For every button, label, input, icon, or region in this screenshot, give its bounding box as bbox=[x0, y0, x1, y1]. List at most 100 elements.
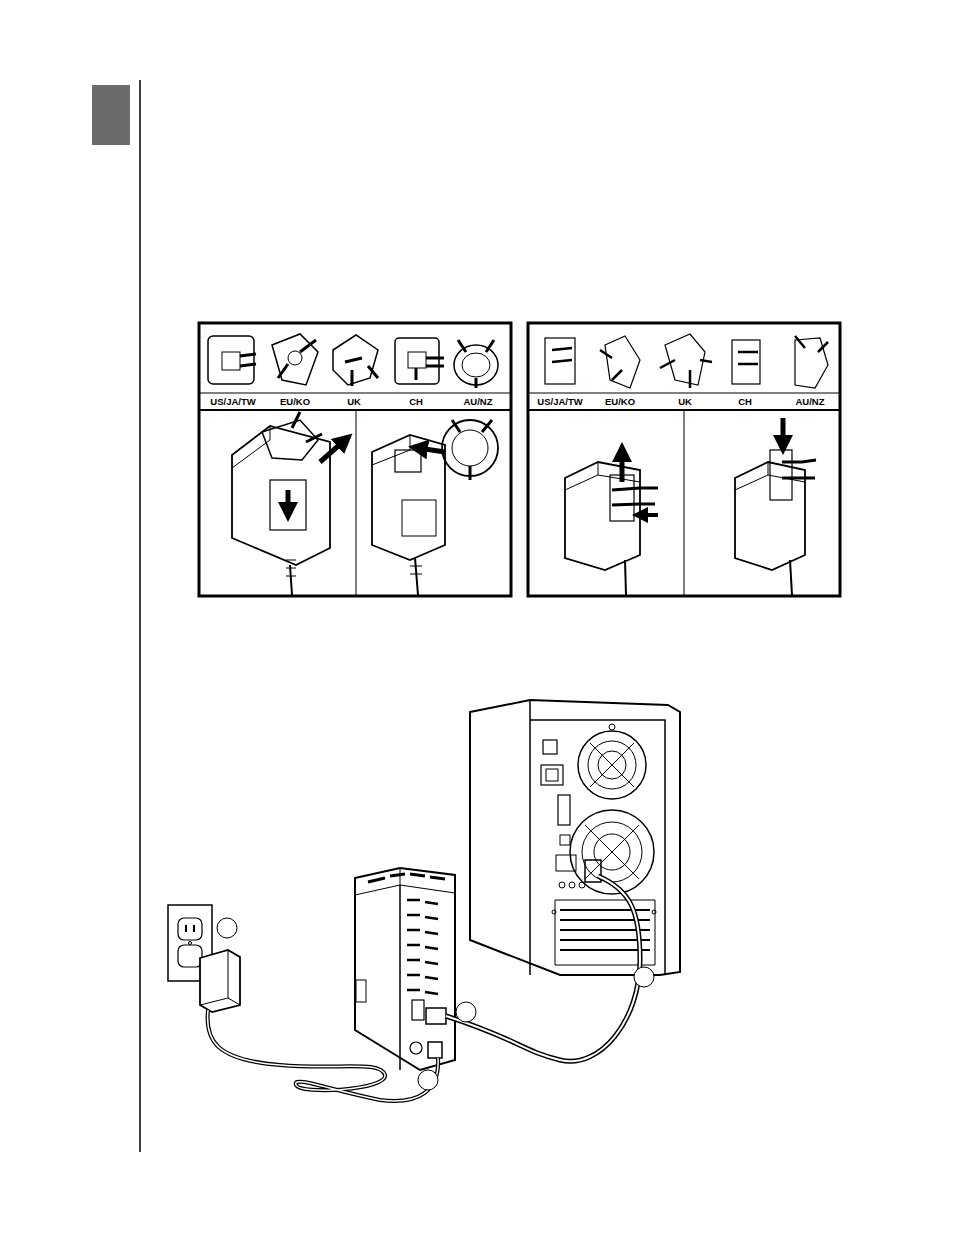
plug-panel-left-part bbox=[415, 558, 418, 595]
plug-panel-right-part bbox=[605, 336, 640, 388]
chapter-tab-part bbox=[139, 80, 141, 1152]
plug-panel-left-part bbox=[272, 334, 318, 385]
callout-circles bbox=[217, 918, 654, 1090]
plug-panel-right-part bbox=[612, 488, 658, 505]
plug-panel-right-part bbox=[600, 350, 622, 380]
plug-panel-left-part bbox=[240, 354, 256, 366]
wall-outlet-part bbox=[178, 918, 202, 940]
external-drive bbox=[355, 868, 455, 1070]
plug-type-label: AU/NZ bbox=[438, 396, 518, 407]
plug-type-label: CH bbox=[705, 396, 785, 407]
computer-tower bbox=[470, 700, 680, 975]
computer-tower-part bbox=[470, 700, 680, 975]
plug-panel-right-part bbox=[684, 410, 685, 596]
external-drive-part bbox=[426, 1008, 446, 1024]
computer-tower-part bbox=[530, 700, 665, 975]
plug-panel-left-part bbox=[222, 352, 240, 370]
plug-panel-left-part bbox=[458, 340, 494, 388]
computer-tower-part bbox=[578, 731, 646, 799]
plug-panel-right bbox=[528, 323, 840, 596]
plug-panel-left-part bbox=[402, 500, 436, 536]
plug-type-label: UK bbox=[314, 396, 394, 407]
external-drive-part bbox=[428, 1042, 442, 1058]
plug-type-label: UK bbox=[645, 396, 725, 407]
callout-circles-part bbox=[456, 1002, 476, 1022]
plug-panel-left-part bbox=[288, 351, 302, 365]
power-adapter-part bbox=[200, 950, 240, 1012]
external-drive-part bbox=[412, 1000, 424, 1020]
computer-tower-part bbox=[582, 822, 642, 882]
computer-tower-part bbox=[609, 724, 615, 730]
computer-tower-part bbox=[546, 769, 558, 781]
computer-tower-part bbox=[569, 882, 575, 888]
plug-panel-left-part bbox=[270, 480, 306, 530]
plug-type-label: US/JA/TW bbox=[193, 396, 273, 407]
plug-panel-left-part bbox=[320, 440, 345, 462]
plug-panel-right-part bbox=[528, 393, 840, 394]
callout-circles-part bbox=[217, 918, 237, 938]
cables-part bbox=[208, 1010, 439, 1101]
computer-tower-part bbox=[556, 855, 576, 871]
plug-panel-left-part bbox=[199, 393, 511, 394]
external-drive-part bbox=[368, 874, 445, 882]
wall-outlet-part bbox=[178, 945, 202, 967]
plug-panel-right-part bbox=[795, 336, 828, 352]
plug-type-label: AU/NZ bbox=[770, 396, 850, 407]
plug-panel-left-part bbox=[356, 410, 357, 596]
cables-part bbox=[446, 876, 640, 1061]
computer-tower-part bbox=[558, 795, 570, 825]
computer-tower-part bbox=[579, 882, 585, 888]
plug-panel-left bbox=[199, 323, 511, 596]
plug-panel-right-part bbox=[640, 513, 658, 517]
plug-panel-right-part bbox=[545, 338, 575, 384]
plug-panel-right-part bbox=[782, 460, 816, 478]
plug-panel-left-part bbox=[199, 409, 511, 411]
plug-panel-right-part bbox=[552, 348, 572, 362]
plug-panel-right-part bbox=[781, 418, 786, 445]
computer-tower-part bbox=[585, 825, 639, 879]
external-drive-part bbox=[355, 868, 455, 895]
power-adapter-part bbox=[200, 950, 240, 1005]
computer-tower-part bbox=[588, 741, 636, 789]
plug-panel-left-part bbox=[408, 352, 426, 368]
plug-panel-right-part bbox=[620, 452, 625, 482]
external-drive-part bbox=[399, 885, 401, 1070]
plug-type-label: EU/KO bbox=[255, 396, 335, 407]
wall-outlet-part bbox=[189, 942, 192, 945]
callout-circles-part bbox=[418, 1070, 438, 1090]
plug-panel-right-part bbox=[732, 340, 760, 384]
plug-panel-right-part bbox=[565, 462, 640, 490]
plug-panel-left-part bbox=[452, 430, 488, 466]
plug-panel-left-part bbox=[333, 335, 378, 385]
plug-panel-left-part bbox=[462, 353, 490, 377]
computer-tower-part bbox=[469, 712, 471, 940]
plug-panel-left-part bbox=[345, 358, 378, 386]
computer-tower-part bbox=[552, 910, 556, 914]
plug-panel-left-part bbox=[410, 566, 422, 574]
plug-panel-left-part bbox=[416, 358, 444, 380]
plug-panel-left-part bbox=[232, 426, 270, 468]
plug-type-label: EU/KO bbox=[580, 396, 660, 407]
plug-panel-right-part bbox=[770, 450, 792, 500]
plug-panel-right-part bbox=[528, 323, 840, 596]
cables-part bbox=[446, 876, 640, 1061]
cables-part bbox=[208, 1010, 439, 1101]
plug-panel-left-part bbox=[292, 412, 322, 442]
computer-tower-part bbox=[543, 740, 557, 754]
computer-tower-part bbox=[652, 910, 656, 914]
plug-panel-left-part bbox=[290, 565, 292, 595]
computer-tower-part bbox=[559, 882, 565, 888]
plug-type-label: CH bbox=[376, 396, 456, 407]
plug-panel-left-part bbox=[232, 426, 330, 565]
external-drive-part bbox=[356, 980, 366, 1002]
callout-circles-part bbox=[634, 967, 654, 987]
computer-tower-part bbox=[541, 765, 563, 785]
chapter-tab-part bbox=[92, 85, 130, 145]
power-adapter bbox=[200, 950, 240, 1012]
plug-panel-right-part bbox=[665, 334, 705, 385]
plug-panel-left-part bbox=[418, 448, 445, 452]
plug-panel-right-part bbox=[738, 352, 758, 364]
plug-type-label: US/JA/TW bbox=[520, 396, 600, 407]
